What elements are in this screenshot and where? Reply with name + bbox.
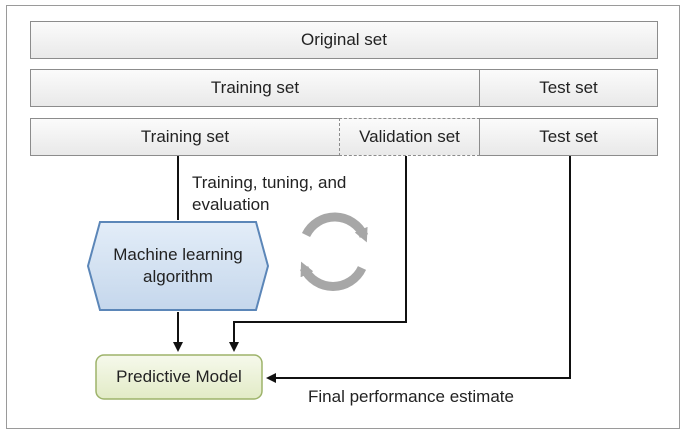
algorithm-label: Machine learning algorithm — [113, 245, 243, 286]
validation-set-label: Validation set — [359, 127, 460, 146]
final-estimate-label: Final performance estimate — [308, 387, 514, 406]
loop-label: Training, tuning, and evaluation — [192, 173, 347, 214]
original-set-label: Original set — [301, 30, 387, 49]
training-set-label: Training set — [210, 78, 300, 97]
original-set-bar: Original set — [30, 21, 658, 59]
training-subset-label: Training set — [140, 127, 230, 146]
test-to-model-arrow — [266, 156, 571, 383]
test-set-label: Test set — [539, 78, 598, 97]
training-set-bar: Training set — [30, 69, 480, 107]
algorithm-hexagon — [86, 221, 270, 311]
cycle-icon — [299, 212, 369, 291]
training-subset-bar: Training set — [30, 118, 340, 156]
test-set-bar: Test set — [479, 69, 658, 107]
validation-to-model-arrow — [229, 156, 407, 352]
final-test-set-label: Test set — [539, 127, 598, 146]
predictive-model-box — [95, 354, 263, 400]
predictive-model-label: Predictive Model — [116, 367, 242, 386]
final-test-set-bar: Test set — [479, 118, 658, 156]
validation-set-bar: Validation set — [339, 118, 480, 156]
